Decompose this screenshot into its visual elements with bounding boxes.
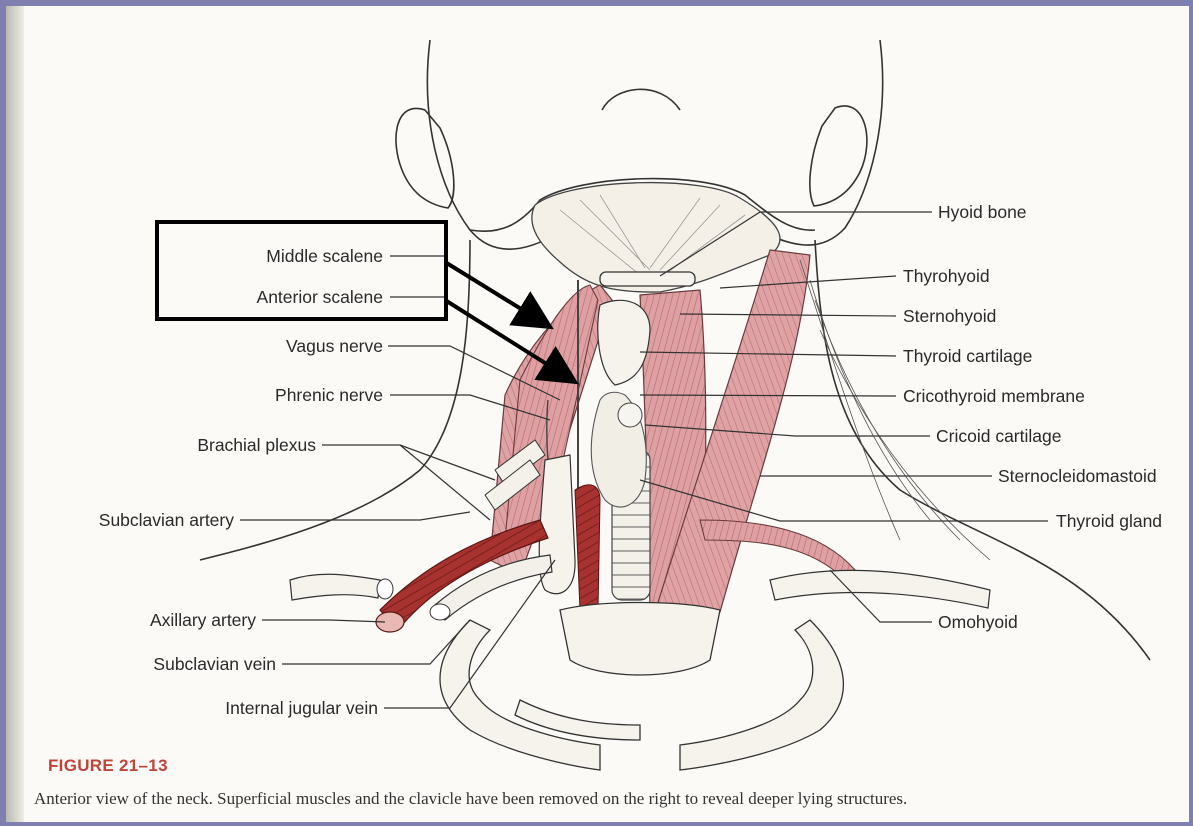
label-middle-scalene: Middle scalene <box>200 246 383 266</box>
hyoid-bone-shape <box>600 272 695 286</box>
platysma-fibers <box>800 260 990 560</box>
label-sternohyoid: Sternohyoid <box>903 306 996 326</box>
label-axillary-artery: Axillary artery <box>80 610 256 630</box>
arrow-middle-scalene <box>445 262 547 325</box>
label-thyrohyoid: Thyrohyoid <box>903 266 990 286</box>
label-hyoid-bone: Hyoid bone <box>938 202 1027 222</box>
figure-number: FIGURE 21–13 <box>48 756 168 776</box>
label-subclavian-vein: Subclavian vein <box>100 654 276 674</box>
label-cricoid-cartilage: Cricoid cartilage <box>936 426 1061 446</box>
label-anterior-scalene: Anterior scalene <box>200 287 383 307</box>
label-omohyoid: Omohyoid <box>938 612 1018 632</box>
label-brachial-plexus: Brachial plexus <box>120 435 316 455</box>
thyroid-cartilage-shape <box>598 300 650 385</box>
carotid-artery-shape <box>575 485 600 610</box>
ribcage-shape <box>440 603 843 771</box>
label-sternocleidomastoid: Sternocleidomastoid <box>998 466 1157 486</box>
label-thyroid-cartilage: Thyroid cartilage <box>903 346 1032 366</box>
clavicle-right <box>770 570 990 608</box>
figure-caption: Anterior view of the neck. Superficial m… <box>34 789 907 809</box>
label-thyroid-gland: Thyroid gland <box>1056 511 1162 531</box>
label-cricothyroid-membrane: Cricothyroid membrane <box>903 386 1085 406</box>
label-phrenic-nerve: Phrenic nerve <box>200 385 383 405</box>
label-vagus-nerve: Vagus nerve <box>200 336 383 356</box>
label-subclavian-artery: Subclavian artery <box>40 510 234 530</box>
clavicle-left <box>290 574 380 600</box>
label-internal-jugular-vein: Internal jugular vein <box>160 698 378 718</box>
